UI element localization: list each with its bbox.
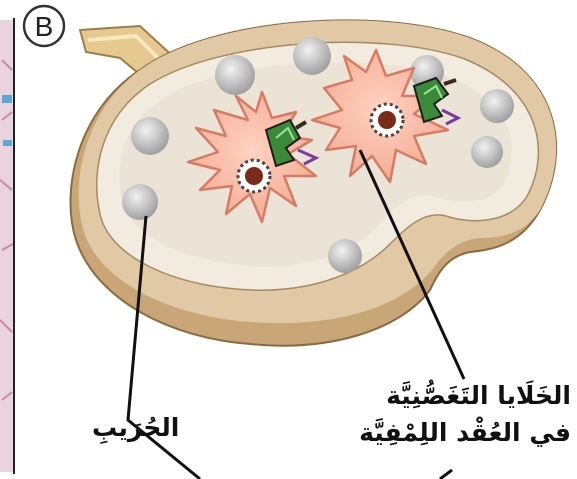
follicle <box>328 239 362 273</box>
follicle <box>471 136 503 168</box>
follicle <box>480 89 514 123</box>
follicle <box>293 37 331 75</box>
follicle <box>122 184 158 220</box>
dendritic-cells-label-line2: في العُقْد اللِمْفِيَّة <box>359 418 571 447</box>
left-panel-edge <box>0 18 14 474</box>
follicle <box>131 117 169 155</box>
follicle <box>215 55 255 95</box>
follicle-label: الجُرَيبِ <box>92 413 179 442</box>
panel-letter: B <box>35 11 54 42</box>
panel-letter-badge: B <box>24 6 64 46</box>
dendritic-cells-label-line1: الخَلَايا التَغَصُّنِيَّة <box>386 381 571 410</box>
